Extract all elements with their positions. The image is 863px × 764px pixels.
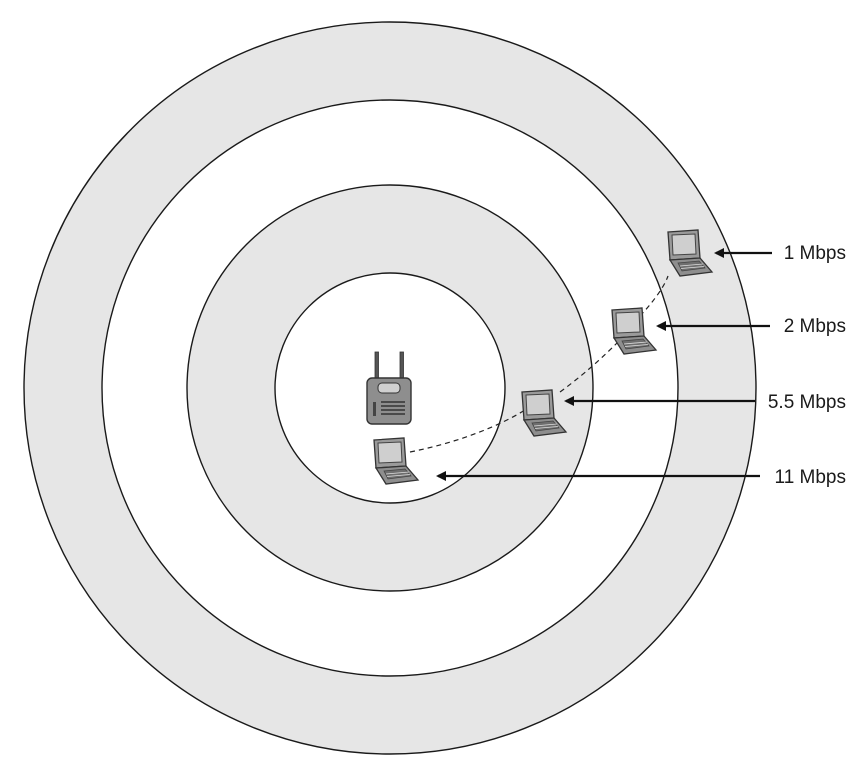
label-1mbps: 1 Mbps bbox=[784, 243, 846, 264]
label-11mbps: 11 Mbps bbox=[775, 467, 846, 488]
label-5-5mbps: 5.5 Mbps bbox=[768, 392, 846, 413]
access-point-icon bbox=[366, 351, 412, 425]
roaming-path bbox=[409, 275, 669, 453]
label-2mbps: 2 Mbps bbox=[784, 316, 846, 337]
